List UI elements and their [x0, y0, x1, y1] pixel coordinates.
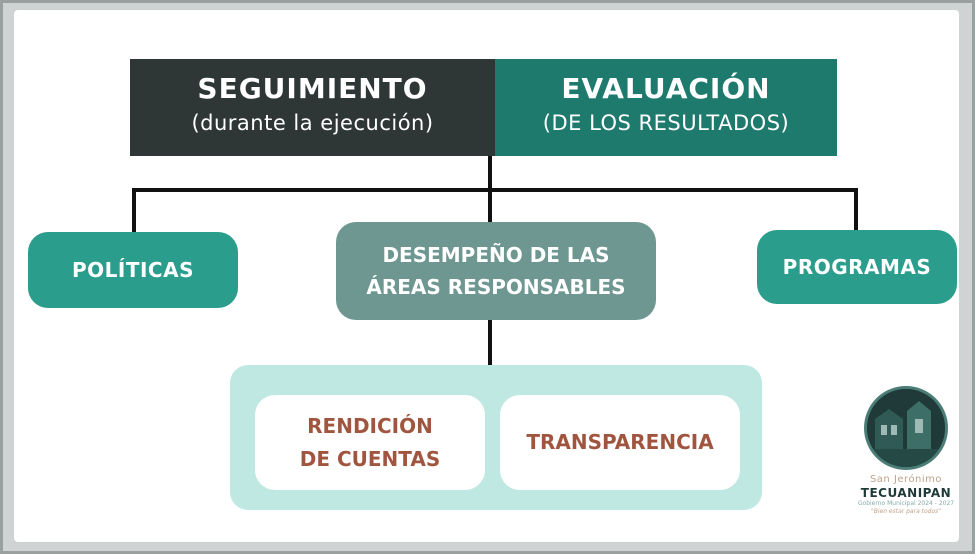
politicas-label: POLÍTICAS	[72, 258, 194, 282]
transparencia-label: TRANSPARENCIA	[526, 430, 714, 454]
logo-line2: TECUANIPAN	[860, 486, 952, 500]
programas-label: PROGRAMAS	[782, 255, 932, 279]
rendicion-label-line1: RENDICIÓN	[307, 413, 433, 438]
logo-line4: "Bien estar para todos"	[870, 508, 942, 515]
politicas-node: POLÍTICAS	[28, 232, 238, 308]
programas-node: PROGRAMAS	[757, 230, 957, 304]
evaluacion-header: EVALUACIÓN (DE LOS RESULTADOS)	[495, 59, 837, 156]
desempeno-node: DESEMPEÑO DE LAS ÁREAS RESPONSABLES	[336, 222, 656, 320]
logo-line1: San Jerónimo	[869, 474, 943, 485]
municipal-seal-icon	[864, 386, 948, 470]
municipal-logo: San Jerónimo TECUANIPAN Gobierno Municip…	[846, 380, 966, 540]
seguimiento-subtitle: (durante la ejecución)	[191, 111, 434, 135]
seguimiento-header: SEGUIMIENTO (durante la ejecución)	[130, 59, 495, 156]
evaluacion-title: EVALUACIÓN	[561, 72, 771, 105]
transparencia-card: TRANSPARENCIA	[500, 395, 740, 490]
desempeno-label-line1: DESEMPEÑO DE LAS	[382, 243, 610, 267]
seguimiento-title: SEGUIMIENTO	[197, 72, 428, 105]
rendicion-card: RENDICIÓN DE CUENTAS	[255, 395, 485, 490]
logo-line3: Gobierno Municipal 2024 - 2027	[857, 500, 955, 507]
desempeno-label-line2: ÁREAS RESPONSABLES	[366, 275, 626, 299]
evaluacion-subtitle: (DE LOS RESULTADOS)	[542, 111, 790, 135]
rendicion-label-line2: DE CUENTAS	[299, 446, 441, 471]
